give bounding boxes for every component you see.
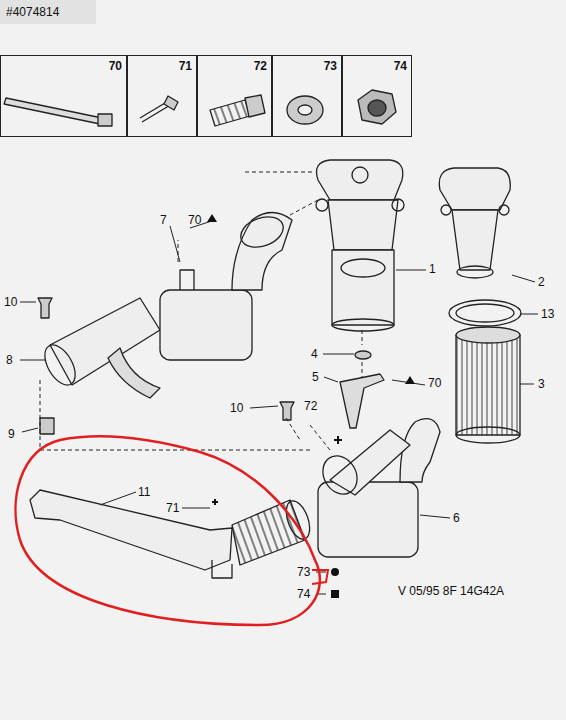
callout-number: 3 (538, 378, 545, 390)
part-number: 71 (179, 59, 192, 73)
part-number: 72 (254, 59, 267, 73)
callout-number: 9 (8, 428, 15, 440)
callout-number: 72 (304, 400, 317, 412)
callout-number: 7 (160, 214, 167, 226)
callout-number: 10 (4, 296, 17, 308)
drawing-reference: V 05/95 8F 14G42A (398, 585, 504, 597)
part-cell: 74 (342, 55, 412, 137)
part-cell: 73 (272, 55, 342, 137)
callout-number: 13 (541, 308, 554, 320)
callout-number: 70 (428, 377, 441, 389)
callout-number: 10 (230, 402, 243, 414)
callout-number: 5 (312, 371, 319, 383)
callout-number: 4 (311, 348, 318, 360)
callout-number: 70 (188, 214, 201, 226)
callout-number: 6 (453, 512, 460, 524)
callout-number: 71 (166, 502, 179, 514)
part-number: 73 (324, 59, 337, 73)
part-cell: 72 (197, 55, 272, 137)
image-id: #4074814 (6, 6, 59, 18)
part-cell: 71 (127, 55, 197, 137)
callout-number: 73 (297, 566, 310, 578)
part-number: 74 (394, 59, 407, 73)
callout-number: 8 (6, 354, 13, 366)
callout-number: 1 (429, 263, 436, 275)
callout-number: 2 (538, 276, 545, 288)
part-cell: 70 (0, 55, 127, 137)
part-number: 70 (109, 59, 122, 73)
callout-number: 74 (297, 588, 310, 600)
callout-number: 11 (138, 486, 150, 498)
